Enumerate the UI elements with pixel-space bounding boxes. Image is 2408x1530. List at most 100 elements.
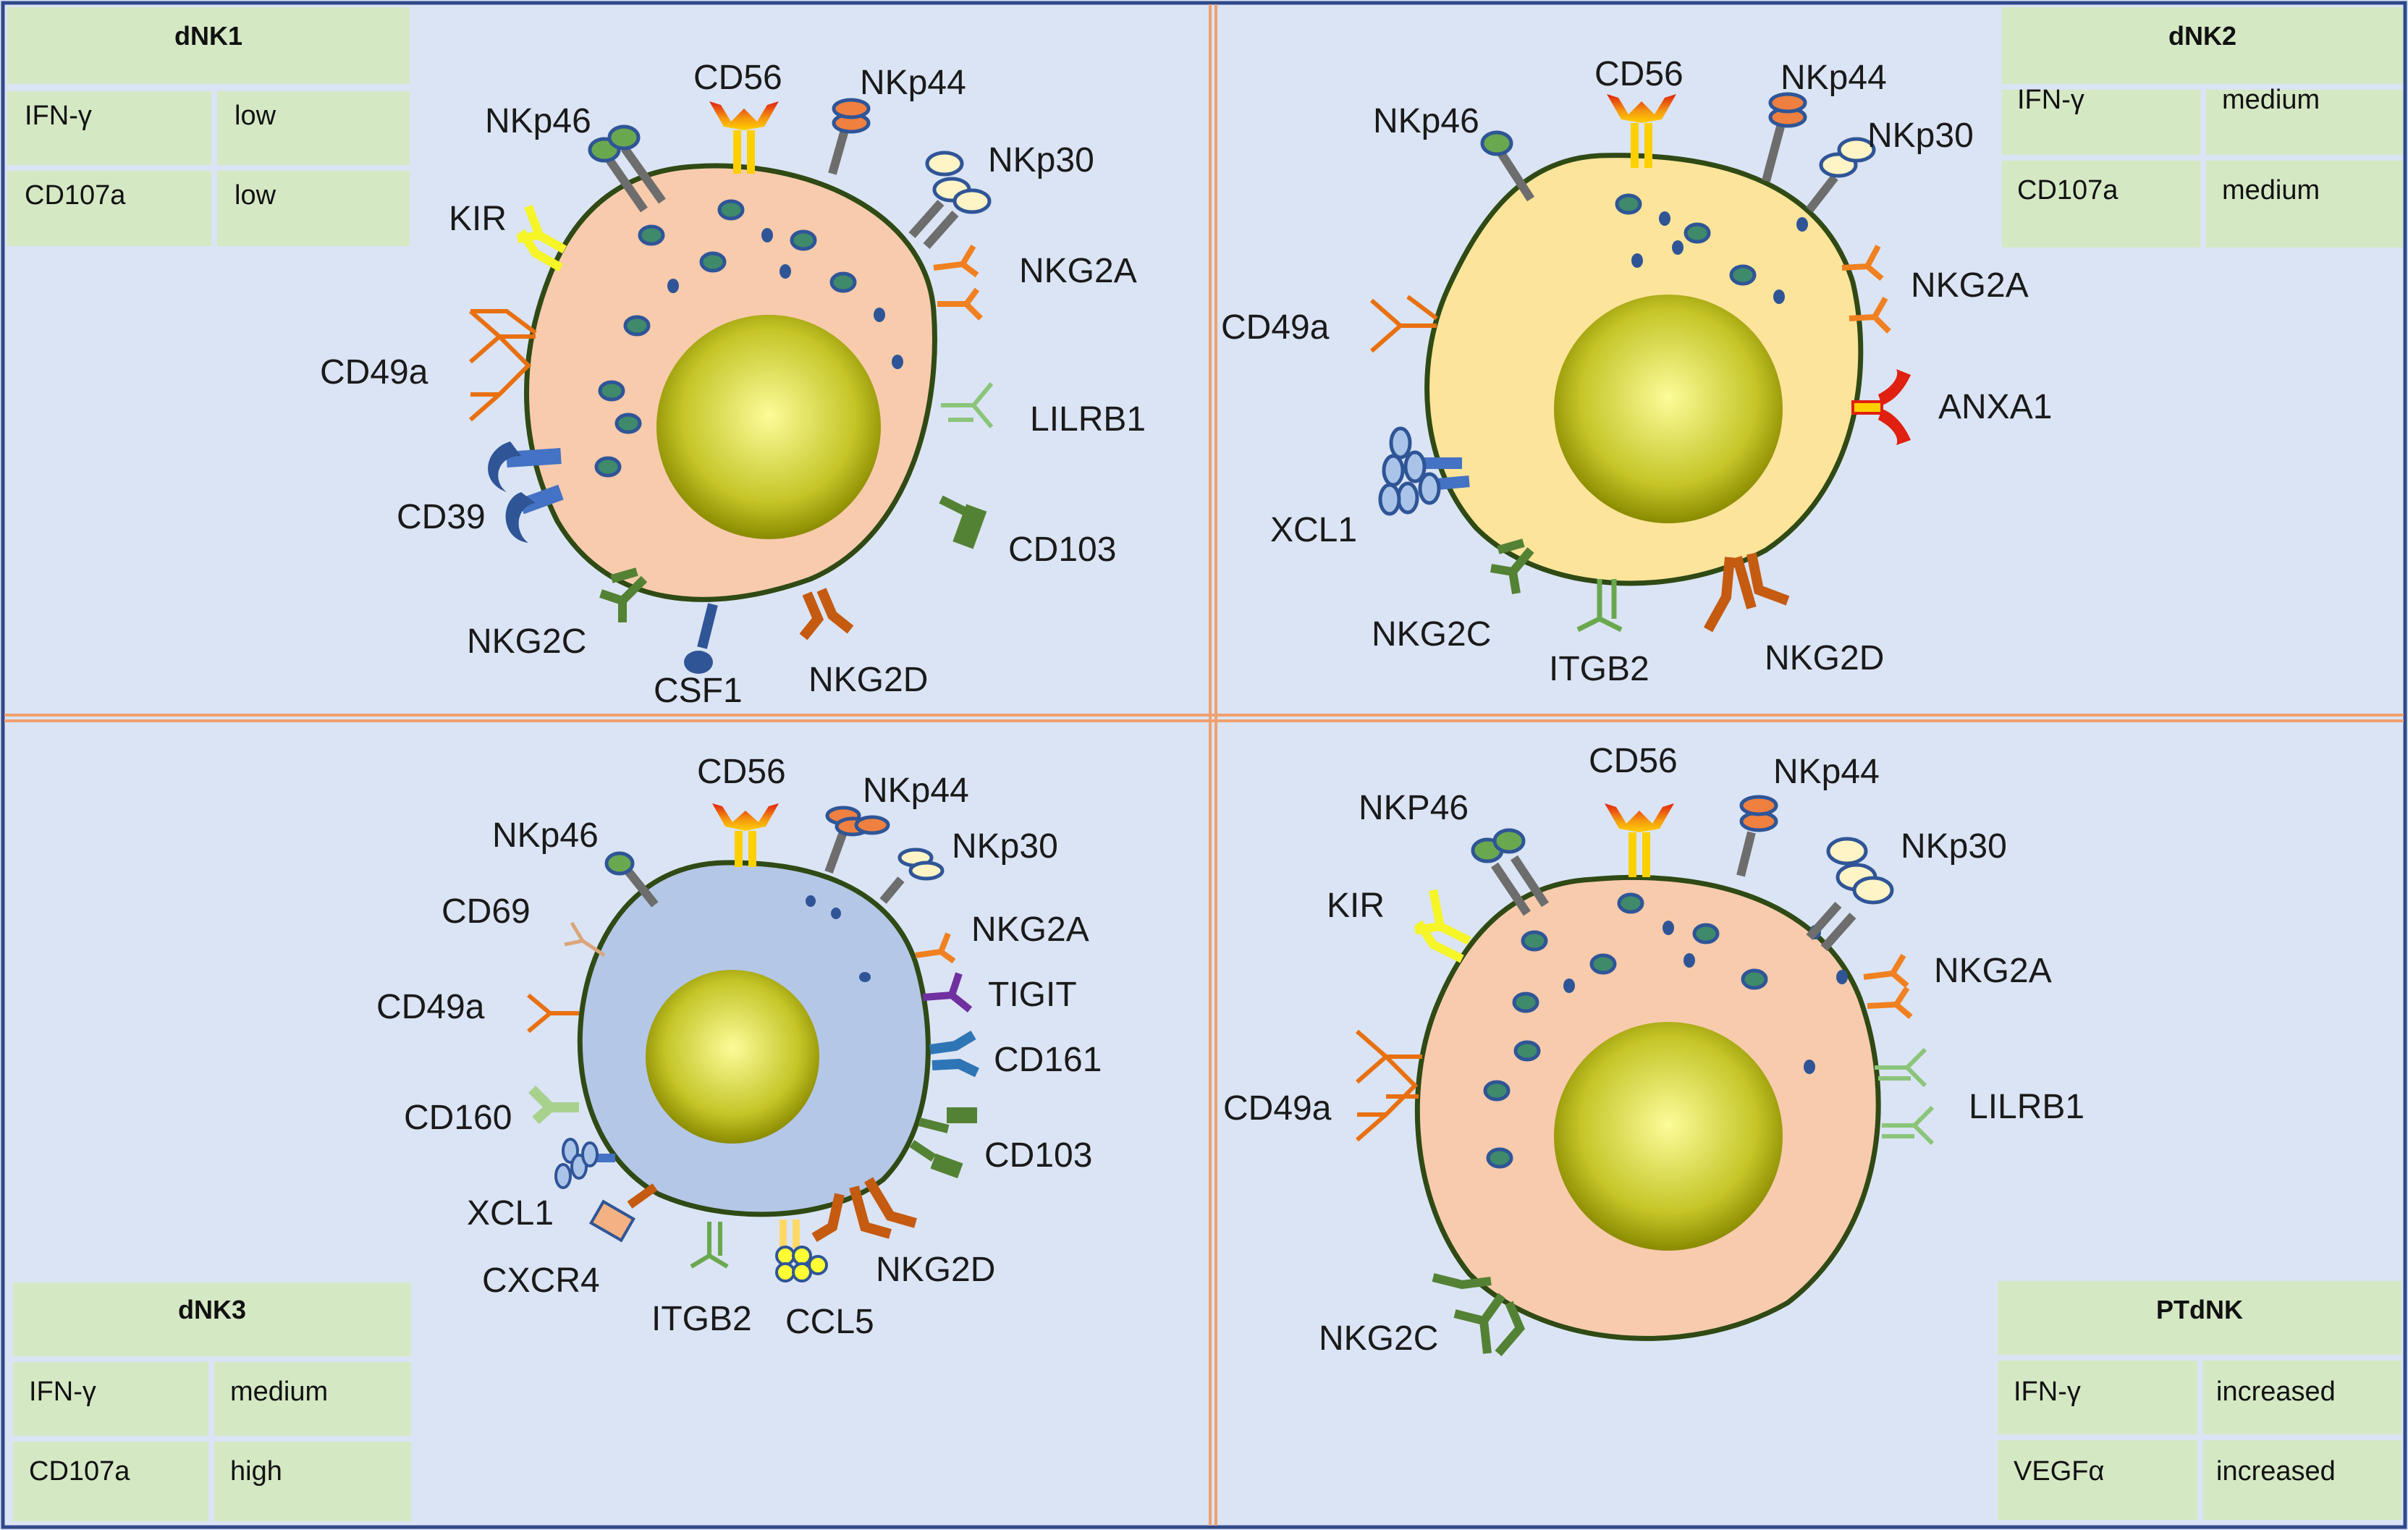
ptdnk-label-kir: KIR [1327,887,1385,925]
dnk3-row2-label: CD107a [29,1456,130,1487]
dnk1-nkg2c-receptor [599,567,648,622]
ptdnk-label-nkp44: NKp44 [1773,753,1880,791]
dnk3-label-ccl5: CCL5 [785,1303,874,1341]
ptdnk-cell: NKP46 CD56 NKp44 NKp30 KIR NKG2A CD49a L… [1223,742,2084,1358]
ptdnk-row1-value: increased [2216,1377,2336,1407]
dnk2-label-nkp46: NKp46 [1373,102,1479,140]
dnk3-cxcr4-receptor [588,1183,658,1243]
dnk1-label-csf1: CSF1 [654,672,743,710]
ptdnk-nucleus [1554,1022,1783,1251]
dnk2-row1-label: IFN-γ [2017,85,2084,115]
dnk3-label-cd161: CD161 [994,1041,1102,1079]
dnk2-label-nkg2c: NKG2C [1372,615,1491,654]
dnk2-nkg2d-receptor [1703,552,1790,633]
ptdnk-row2-value: increased [2216,1456,2336,1487]
dnk3-cd161-receptor [929,1030,980,1078]
ptdnk-label-cd49a: CD49a [1223,1089,1332,1128]
dnk1-row2-label: CD107a [25,180,126,211]
ptdnk-kir-receptor [1414,889,1471,963]
dnk2-anxa1-receptor [1851,369,1911,445]
dnk1-nkp30-receptor [908,151,992,249]
ptdnk-granules [1483,892,1768,1169]
dnk3-cd103-receptor [909,1107,977,1179]
dnk3-label-nkp44: NKp44 [863,772,969,810]
dnk1-label-nkp46: NKp46 [485,102,591,140]
dnk1-cd56-receptor [709,101,779,174]
dnk1-cell: NKp46 CD56 NKp44 NKp30 KIR NKG2A CD49a L… [320,59,1146,710]
dnk1-row1-value: low [235,101,276,131]
dnk1-granules [594,199,857,478]
dnk1-cd103-receptor [939,495,987,549]
ptdnk-nkp44-receptor [1736,795,1778,877]
dnk2-table: dNK2 IFN-γ medium CD107a medium [2002,7,2403,248]
dnk3-cd160-receptor [528,1086,579,1125]
dnk2-label-anxa1: ANXA1 [1938,388,2052,426]
dnk3-nkp30-receptor [879,848,945,904]
dnk3-label-cd69: CD69 [442,892,531,931]
dnk2-label-cd49a: CD49a [1221,308,1330,347]
dnk2-label-nkg2d: NKG2D [1765,639,1884,677]
dnk2-xcl1-receptor [1378,426,1470,516]
dnk3-label-cd160: CD160 [404,1099,512,1137]
dnk3-label-nkg2a: NKG2A [971,910,1089,949]
dnk3-label-xcl1: XCL1 [467,1194,554,1233]
dnk2-label-xcl1: XCL1 [1270,511,1357,549]
ptdnk-label-nkg2c: NKG2C [1319,1319,1438,1358]
ptdnk-cd49a-receptor [1356,1029,1422,1142]
dnk2-nkg2a-receptor [1841,245,1891,334]
ptdnk-nkp46-receptor [1471,828,1550,916]
dnk1-label-kir: KIR [449,200,507,238]
dnk2-nkg2c-receptor [1490,538,1534,594]
dnk2-nkp46-receptor [1480,130,1535,202]
dnk3-label-cxcr4: CXCR4 [482,1261,600,1300]
dnk2-nucleus [1554,295,1783,523]
dnk3-label-tigit: TIGIT [988,976,1077,1014]
dnk3-cd69-receptor [564,921,606,958]
dnk1-label-cd49a: CD49a [320,353,428,392]
dnk1-table-title: dNK1 [174,21,242,51]
dnk1-table: dNK1 IFN-γ low CD107a low [7,7,410,246]
dnk3-label-nkg2d: NKG2D [876,1251,995,1289]
ptdnk-panel: PTdNK IFN-γ increased VEGFα increased [1223,742,2401,1520]
dnk1-row1-label: IFN-γ [25,101,92,131]
dnk1-label-nkg2d: NKG2D [808,661,928,699]
dnk1-label-cd56: CD56 [693,59,782,97]
dnk1-label-nkg2a: NKG2A [1019,252,1137,290]
dnk1-row2-value: low [235,180,276,211]
dnk1-cd49a-receptor [469,309,537,422]
dnk2-cd49a-receptor [1370,295,1438,353]
ptdnk-lilrb1-receptor [1875,1047,1935,1146]
dnk1-nkg2d-receptor [799,588,854,641]
dnk1-label-cd39: CD39 [397,498,486,536]
ptdnk-label-cd56: CD56 [1589,742,1678,780]
dnk3-label-nkp46: NKp46 [492,816,599,855]
dnk2-nkp30-receptor [1806,137,1876,213]
dnk2-row1-value: medium [2222,85,2320,115]
dnk2-row2-label: CD107a [2017,175,2118,206]
dnk2-cell: NKp46 CD56 NKp44 NKp30 NKG2A CD49a ANXA1… [1221,55,2052,688]
dnk2-panel: dNK2 IFN-γ medium CD107a medium [1221,7,2403,688]
dnk2-label-nkp44: NKp44 [1780,59,1887,97]
dnk3-nkg2a-receptor [915,932,956,964]
dnk2-label-nkg2a: NKG2A [1911,266,2029,305]
dnk2-cd56-receptor [1607,94,1676,168]
dnk3-label-cd49a: CD49a [376,988,485,1026]
dnk3-dots [806,895,871,982]
dnk1-nkp44-receptor [828,98,871,175]
dnk3-label-cd103: CD103 [984,1136,1092,1175]
dnk2-granules [1615,193,1757,286]
dnk2-label-itgb2: ITGB2 [1549,650,1649,688]
dnk3-label-nkp30: NKp30 [952,827,1058,866]
dnk3-cd49a-receptor [527,993,579,1034]
dnk1-label-nkp30: NKp30 [988,141,1094,179]
dnk1-panel: dNK1 IFN-γ low CD107a low [7,7,1146,710]
dnk1-label-cd103: CD103 [1008,531,1116,569]
ptdnk-label-lilrb1: LILRB1 [1969,1088,2084,1126]
dnk2-row2-value: medium [2222,175,2320,206]
dnk2-table-title: dNK2 [2168,21,2236,51]
dnk3-ccl5-receptor [775,1220,828,1282]
dnk3-label-cd56: CD56 [697,753,786,791]
dnk1-csf1-receptor [684,603,718,674]
